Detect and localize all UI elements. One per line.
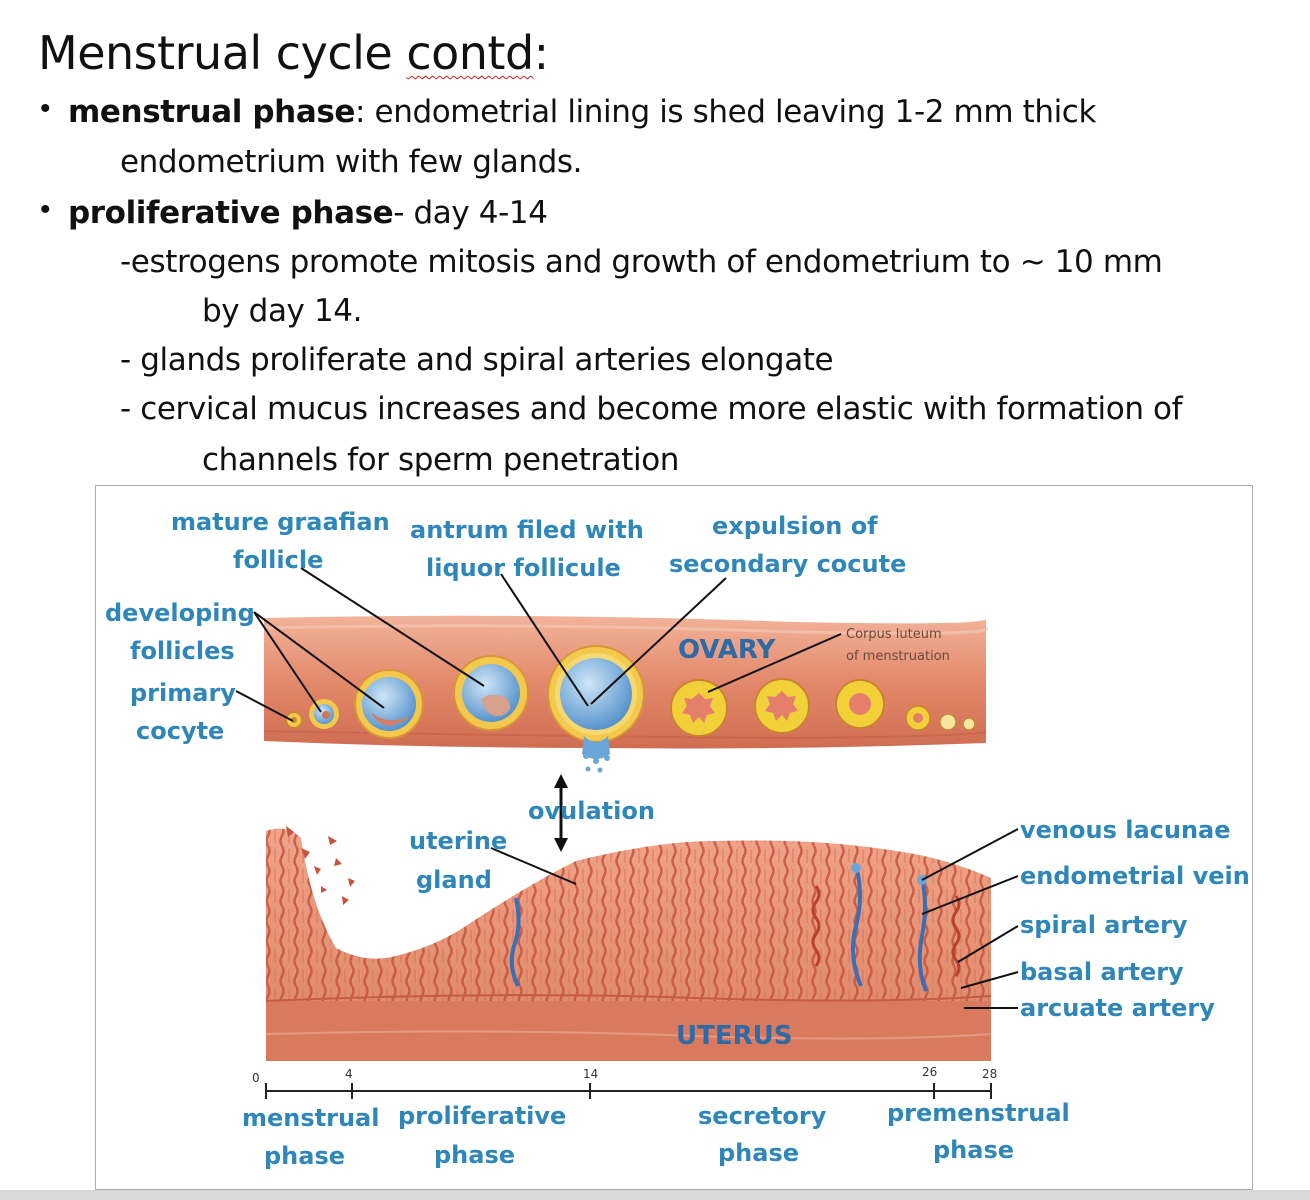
label-mature-graafian-2: follicle — [233, 546, 323, 574]
sub-item-continuation: by day 14. — [202, 293, 363, 329]
label-mature-graafian: mature graafian — [171, 508, 390, 536]
ovulation-arrow — [554, 774, 568, 852]
day-tick-14: 14 — [583, 1067, 598, 1081]
bullet-dot: • — [40, 193, 51, 226]
label-primary: primary — [130, 679, 236, 707]
label-antrum: antrum filed with — [410, 516, 644, 544]
slide-title: Menstrual cycle contd: — [38, 26, 549, 80]
leader-lines — [235, 567, 1019, 1009]
bullet-dot: • — [40, 92, 51, 125]
title-spellcheck-word: contd — [406, 26, 534, 80]
day-tick-28: 28 — [982, 1067, 997, 1081]
label-spiral-artery: spiral artery — [1020, 911, 1188, 939]
label-ovulation: ovulation — [528, 797, 655, 825]
sub-item-continuation: channels for sperm penetration — [202, 442, 680, 478]
day-tick-26: 26 — [922, 1065, 937, 1079]
corpus-luteum-1 — [670, 679, 728, 737]
corpus-luteum-3 — [835, 679, 885, 729]
title-text: Menstrual cycle — [38, 26, 407, 80]
bullet-term: menstrual phase — [68, 94, 356, 130]
slide-bottom-edge — [0, 1190, 1310, 1200]
uterus-section — [265, 826, 992, 1061]
diagram-labels: mature graafian follicle antrum filed wi… — [105, 508, 1250, 1170]
label-uterine: uterine — [409, 827, 507, 855]
bullet-text: - day 4-14 — [393, 195, 548, 231]
label-expulsion: expulsion of — [712, 512, 878, 540]
label-developing: developing — [105, 599, 255, 627]
label-menstrual-phase-2: phase — [264, 1142, 345, 1170]
title-colon: : — [533, 26, 550, 80]
sub-item-estrogens: -estrogens promote mitosis and growth of… — [120, 244, 1163, 280]
label-expulsion-2: secondary cocute — [669, 550, 906, 578]
label-ovary: OVARY — [678, 635, 776, 665]
label-proliferative-phase-2: phase — [434, 1141, 515, 1169]
label-arcuate-artery: arcuate artery — [1020, 994, 1215, 1022]
cycle-timeline: 0 4 14 26 28 — [252, 1065, 997, 1099]
follicle-small-2 — [309, 699, 339, 729]
bullet-term: proliferative phase — [68, 195, 394, 231]
sub-item-glands: - glands proliferate and spiral arteries… — [120, 342, 834, 378]
label-corpus-luteum: Corpus luteum — [846, 627, 942, 642]
label-secretory-phase-2: phase — [718, 1139, 799, 1167]
corpus-albicans-2 — [939, 713, 976, 731]
corpus-luteum-2 — [754, 678, 810, 734]
bullet-continuation: endometrium with few glands. — [120, 144, 583, 180]
label-uterine-2: gland — [416, 866, 492, 894]
label-menstrual-phase: menstrual — [242, 1104, 379, 1132]
label-basal-artery: basal artery — [1020, 958, 1184, 986]
label-premenstrual-phase: premenstrual — [887, 1099, 1070, 1127]
follicle-antral — [453, 655, 529, 731]
label-premenstrual-phase-2: phase — [933, 1136, 1014, 1164]
day-tick-4: 4 — [345, 1067, 353, 1081]
bullet-proliferative-phase: proliferative phase- day 4-14 — [68, 195, 548, 231]
label-corpus-luteum-2: of menstruation — [846, 649, 950, 664]
corpus-albicans-1 — [905, 705, 931, 731]
day-tick-0: 0 — [252, 1071, 260, 1085]
menstrual-cycle-diagram: 0 4 14 26 28 mature graafian follicle an… — [95, 485, 1253, 1190]
label-venous-lacunae: venous lacunae — [1020, 816, 1231, 844]
follicle-graafian — [547, 645, 645, 773]
label-secretory-phase: secretory — [698, 1102, 827, 1130]
follicle-small-1 — [285, 711, 303, 729]
label-developing-2: follicles — [130, 637, 235, 665]
diagram-figure: 0 4 14 26 28 mature graafian follicle an… — [105, 508, 1250, 1170]
label-primary-2: cocyte — [136, 717, 224, 745]
label-endometrial-vein: endometrial vein — [1020, 862, 1250, 890]
follicle-medium — [354, 669, 424, 739]
bullet-text: : endometrial lining is shed leaving 1-2… — [355, 94, 1096, 130]
label-proliferative-phase: proliferative — [398, 1102, 566, 1130]
sub-item-cervical-mucus: - cervical mucus increases and become mo… — [120, 391, 1183, 427]
bullet-menstrual-phase: menstrual phase: endometrial lining is s… — [68, 94, 1096, 130]
label-antrum-2: liquor follicule — [426, 554, 621, 582]
label-uterus: UTERUS — [676, 1021, 792, 1051]
